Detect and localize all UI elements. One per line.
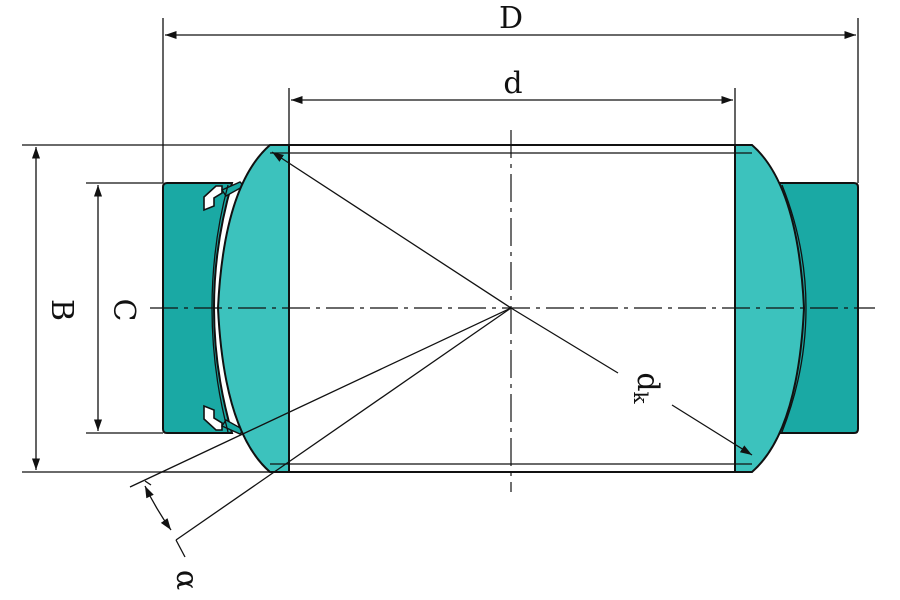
label-B: B: [44, 299, 79, 321]
dimension-d: d: [288, 66, 736, 145]
dimension-C: C: [86, 182, 163, 434]
upper-seal: [203, 185, 223, 212]
angle-alpha: α: [129, 307, 512, 590]
label-d: d: [503, 66, 522, 101]
lower-seal: [203, 404, 223, 431]
label-dk: dk: [629, 372, 665, 404]
dimension-dk: dk: [271, 151, 753, 456]
dimension-B: B: [22, 144, 270, 473]
label-alpha: α: [169, 570, 204, 590]
dimension-D: D: [162, 1, 859, 183]
label-D: D: [499, 1, 523, 36]
label-C: C: [106, 299, 141, 322]
